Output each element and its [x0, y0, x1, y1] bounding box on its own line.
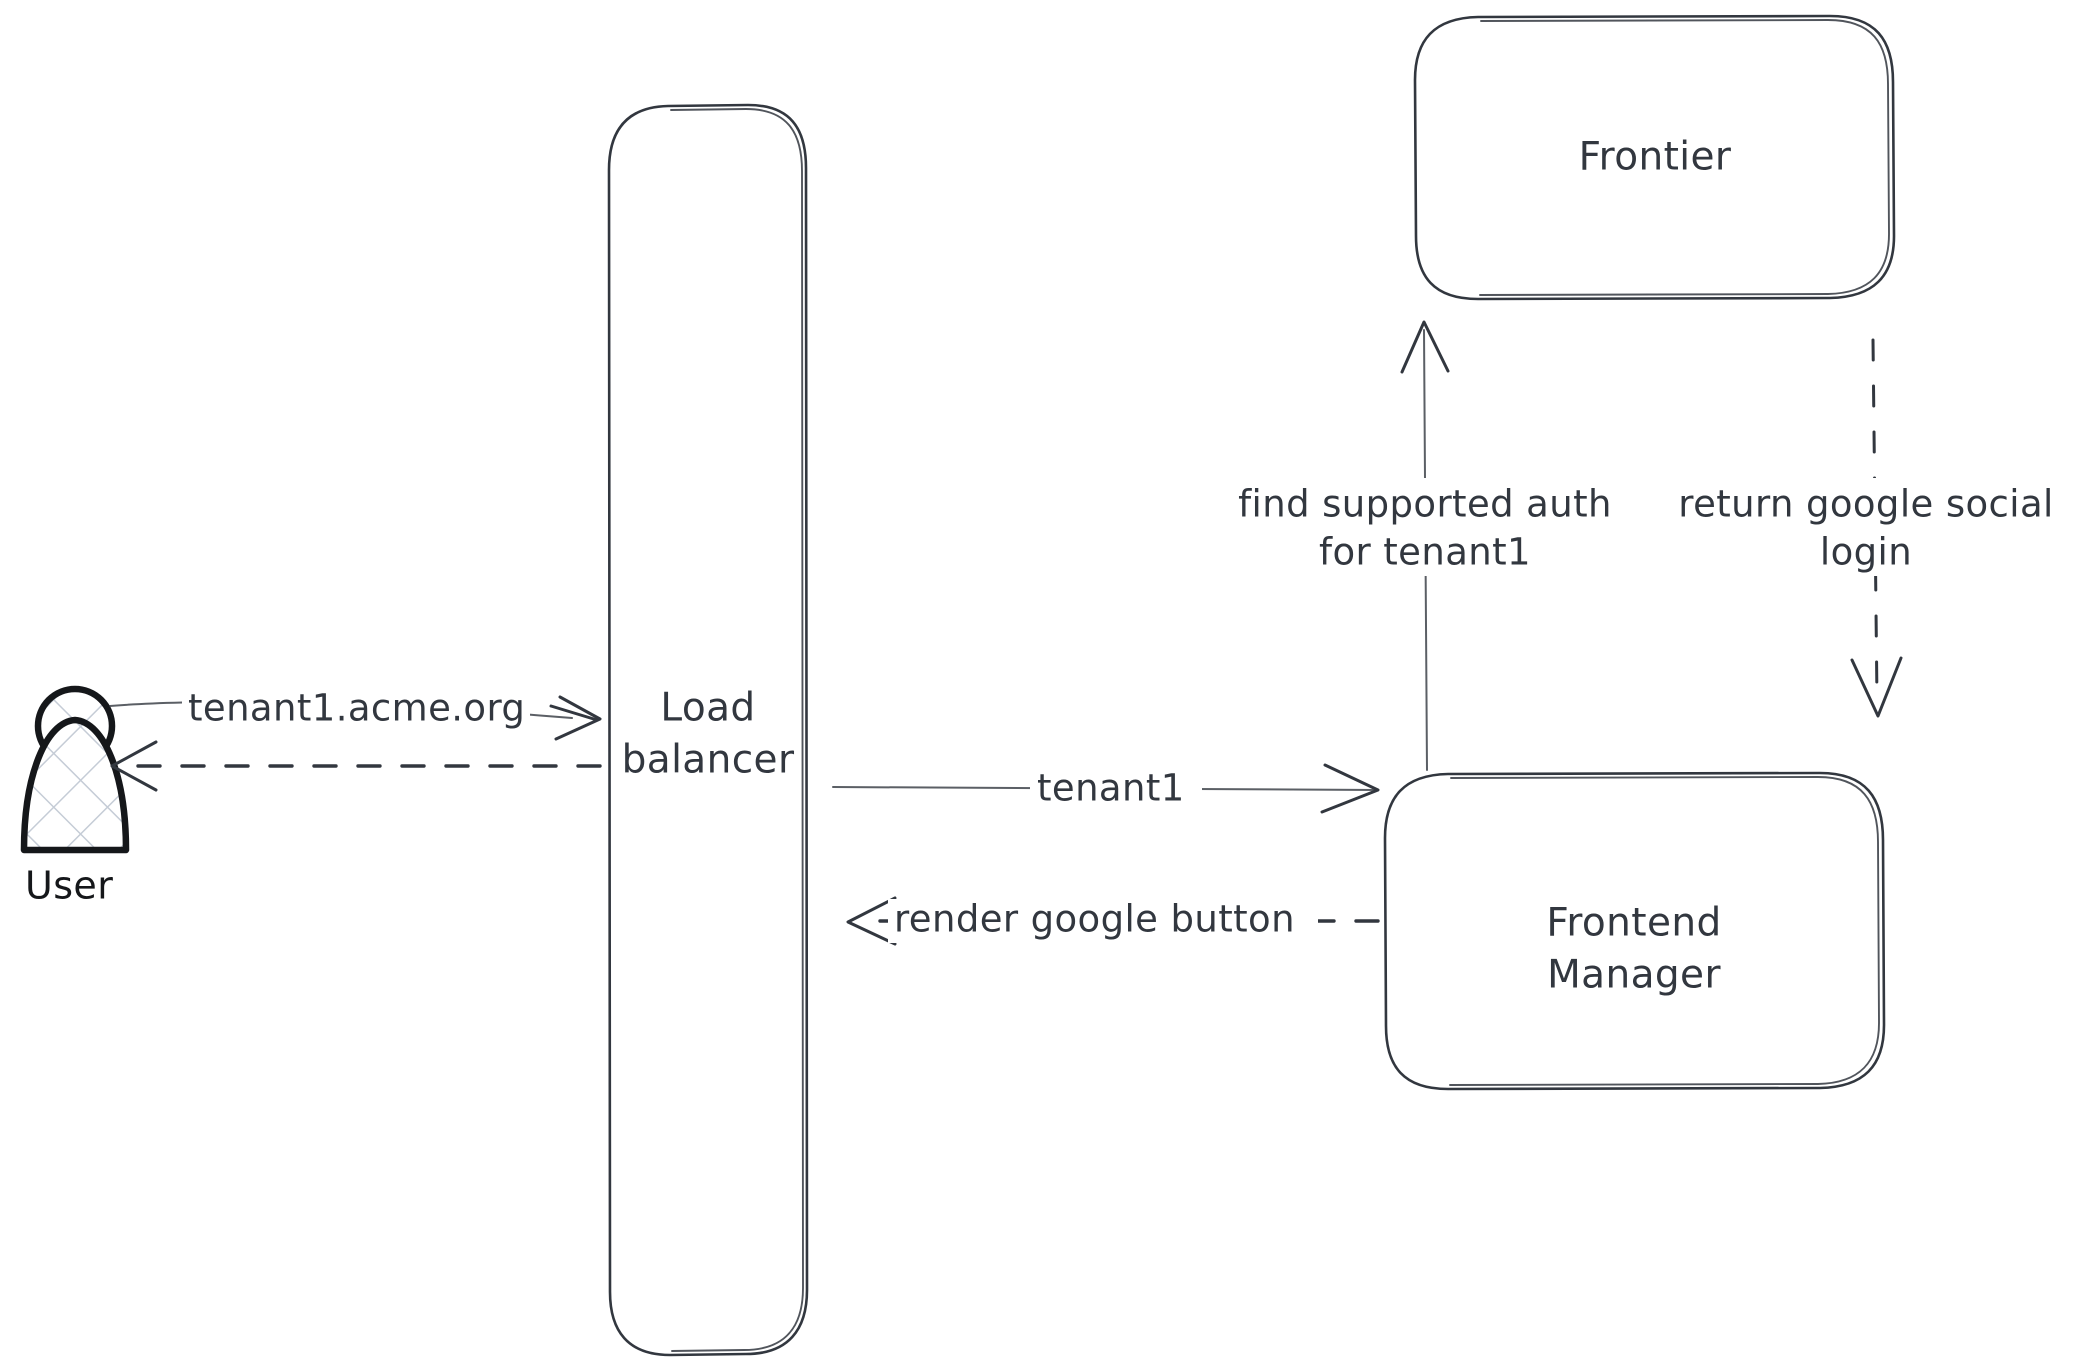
node-user-label: User: [25, 864, 113, 908]
person-icon-body: [20, 716, 130, 854]
edge-frontier-to-frontend-manager[interactable]: return google social login: [1660, 338, 2072, 718]
node-frontend-manager-label-line2: Manager: [1547, 953, 1721, 998]
node-user[interactable]: User: [20, 685, 130, 908]
edge-user-to-lb-arrowhead-2: [549, 704, 599, 722]
edge-lb-to-fm-arrowhead: [1320, 763, 1380, 814]
edge-fm-to-frontier-label-line2: for tenant1: [1319, 531, 1531, 574]
edge-frontend-manager-to-frontier[interactable]: find supported auth for tenant1: [1218, 320, 1632, 771]
edge-user-to-load-balancer[interactable]: tenant1.acme.org: [109, 686, 602, 741]
node-frontier[interactable]: Frontier: [1413, 14, 1896, 301]
edge-frontier-to-fm-line: [1871, 338, 1879, 702]
edge-user-to-lb-label: tenant1.acme.org: [188, 687, 525, 730]
edge-lb-to-fm-label-bg: [1030, 768, 1202, 812]
edge-fm-to-frontier-label-bg: [1218, 478, 1632, 576]
node-load-balancer[interactable]: Load balancer: [607, 103, 809, 1357]
node-frontend-manager[interactable]: Frontend Manager: [1383, 771, 1886, 1091]
edge-load-balancer-to-user[interactable]: [110, 740, 602, 792]
edge-load-balancer-to-frontend-manager[interactable]: tenant1: [832, 763, 1380, 814]
edge-frontier-to-fm-label-line2: login: [1820, 531, 1912, 574]
edge-fm-to-frontier-arrowhead: [1400, 320, 1450, 374]
edge-frontend-manager-to-load-balancer[interactable]: render google button: [846, 896, 1380, 946]
edge-user-to-lb-label-bg: [182, 686, 530, 732]
node-load-balancer-label-line1: Load: [660, 686, 755, 731]
node-frontier-shape-inner: [1479, 19, 1890, 296]
node-frontend-manager-shape-inner: [1449, 776, 1880, 1086]
edge-frontier-to-fm-label-bg: [1660, 478, 2072, 576]
person-icon-body-fill: [24, 720, 126, 850]
edge-lb-to-fm-label: tenant1: [1037, 767, 1185, 810]
node-frontier-label: Frontier: [1579, 135, 1732, 180]
edge-fm-to-lb-arrowhead: [846, 896, 897, 946]
edge-lb-to-user-arrowhead: [110, 740, 158, 792]
node-frontier-shape: [1413, 14, 1896, 301]
node-load-balancer-label-line2: balancer: [622, 738, 795, 783]
edge-fm-to-frontier-label-line1: find supported auth: [1238, 483, 1612, 526]
edge-user-to-lb-arrowhead: [554, 695, 602, 741]
node-load-balancer-shape-inner: [670, 108, 804, 1352]
edge-fm-to-lb-label: render google button: [894, 898, 1295, 941]
edge-fm-to-lb-label-bg: [888, 899, 1318, 943]
node-frontend-manager-label-line1: Frontend: [1546, 901, 1721, 946]
node-frontend-manager-shape: [1383, 771, 1886, 1091]
edge-frontier-to-fm-label-line1: return google social: [1678, 483, 2053, 526]
edge-frontier-to-fm-arrowhead: [1850, 656, 1903, 718]
node-load-balancer-shape: [607, 103, 809, 1357]
